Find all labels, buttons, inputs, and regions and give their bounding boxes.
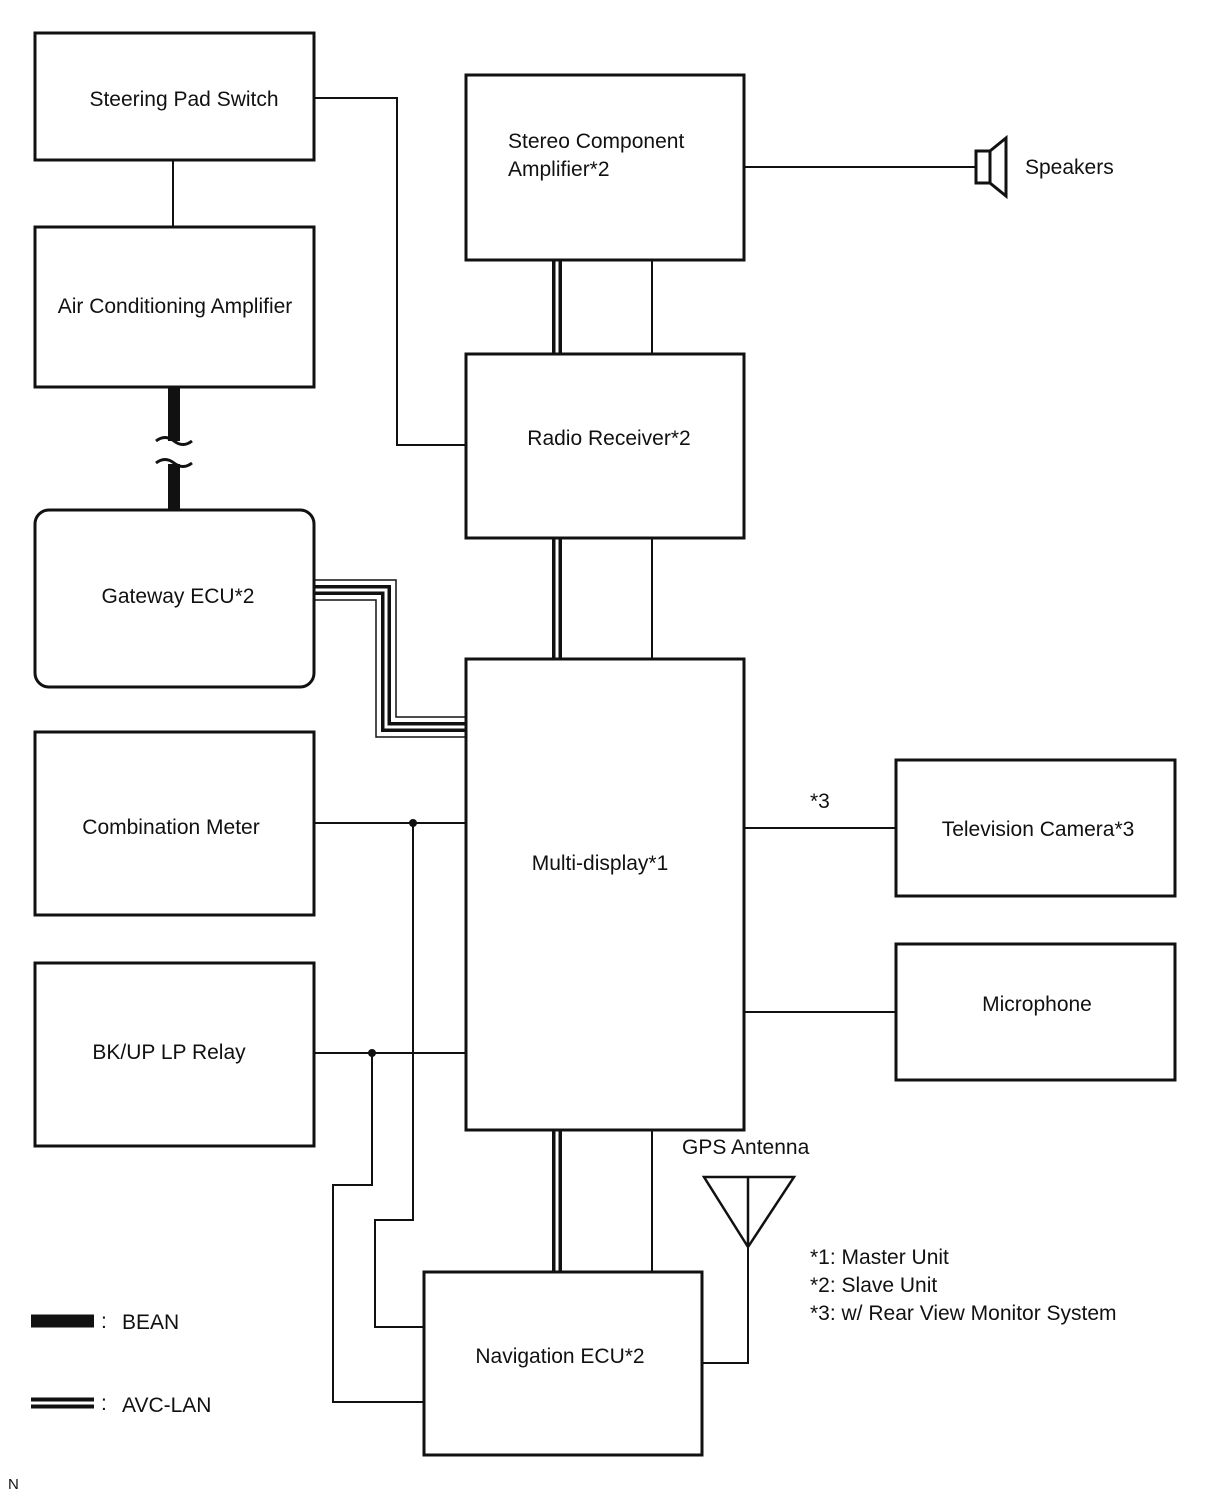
block-bkup-lp-relay: BK/UP LP Relay: [33, 961, 316, 1148]
steering-pad-switch-label: Steering Pad Switch: [89, 88, 278, 111]
microphone-label: Microphone: [982, 993, 1092, 1016]
combination-meter-label: Combination Meter: [82, 816, 259, 839]
avc-gateway-display-inner: [314, 588, 466, 729]
navigation-ecu-label: Navigation ECU*2: [475, 1345, 644, 1368]
radio-receiver-label: Radio Receiver*2: [527, 427, 690, 450]
block-gateway-ecu: Gateway ECU*2: [33, 508, 316, 689]
camera-connection-note: *3: [810, 790, 830, 813]
footer-code: N: [8, 1476, 19, 1493]
meter-junction-dot: [409, 819, 417, 827]
block-steering-pad-switch: Steering Pad Switch: [33, 31, 316, 162]
block-multi-display: Multi-display*1: [464, 657, 746, 1132]
legend-item-bean: : BEAN: [31, 1310, 179, 1334]
legend-bean-separator: :: [101, 1310, 107, 1333]
gps-antenna-label: GPS Antenna: [682, 1136, 810, 1159]
block-television-camera: Television Camera*3: [894, 758, 1177, 898]
block-microphone: Microphone: [894, 942, 1177, 1082]
television-camera-label: Television Camera*3: [942, 818, 1135, 841]
speaker-icon: [974, 134, 1008, 200]
block-combination-meter: Combination Meter: [33, 730, 316, 917]
legend-avc-label: AVC-LAN: [122, 1394, 211, 1417]
steering-to-radio-line: [314, 97, 466, 446]
block-air-conditioning-amplifier: Air Conditioning Amplifier: [33, 225, 316, 389]
antenna-icon: [701, 1175, 797, 1250]
avc-gateway-outline: [314, 579, 466, 718]
footnote-1: *1: Master Unit: [810, 1246, 949, 1269]
multi-display-label: Multi-display*1: [532, 852, 669, 875]
legend-item-avc-lan: : AVC-LAN: [31, 1392, 211, 1417]
legend-avc-separator: :: [101, 1392, 107, 1415]
air-conditioning-amplifier-label: Air Conditioning Amplifier: [58, 295, 293, 318]
avc-gateway-outline-2: [314, 599, 466, 738]
avc-gateway-display-outer: [314, 585, 466, 732]
bean-break-mark: [155, 436, 193, 446]
relay-to-nav-line: [332, 1053, 424, 1403]
block-radio-receiver: Radio Receiver*2: [464, 352, 746, 540]
block-stereo-component-amplifier: Stereo Component Amplifier*2: [464, 73, 746, 262]
legend-bean-label: BEAN: [122, 1311, 179, 1334]
connection-lines: [155, 97, 976, 1403]
relay-junction-dot: [368, 1049, 376, 1057]
footnote-2: *2: Slave Unit: [810, 1274, 937, 1297]
antenna-to-nav-line: [702, 1247, 749, 1364]
speakers-label: Speakers: [1025, 156, 1114, 179]
stereo-amp-label-line-1: Stereo Component: [508, 130, 684, 153]
gateway-ecu-label: Gateway ECU*2: [102, 585, 255, 608]
bkup-lp-relay-label: BK/UP LP Relay: [92, 1041, 246, 1064]
bean-break-mark-2: [155, 458, 193, 468]
block-navigation-ecu: Navigation ECU*2: [422, 1270, 704, 1457]
footnote-3: *3: w/ Rear View Monitor System: [810, 1302, 1117, 1325]
legend: : BEAN : AVC-LAN: [31, 1310, 211, 1417]
footnotes: *1: Master Unit *2: Slave Unit *3: w/ Re…: [810, 1246, 1117, 1325]
meter-to-nav-line: [374, 823, 424, 1328]
stereo-amp-label-line-2: Amplifier*2: [508, 158, 610, 181]
